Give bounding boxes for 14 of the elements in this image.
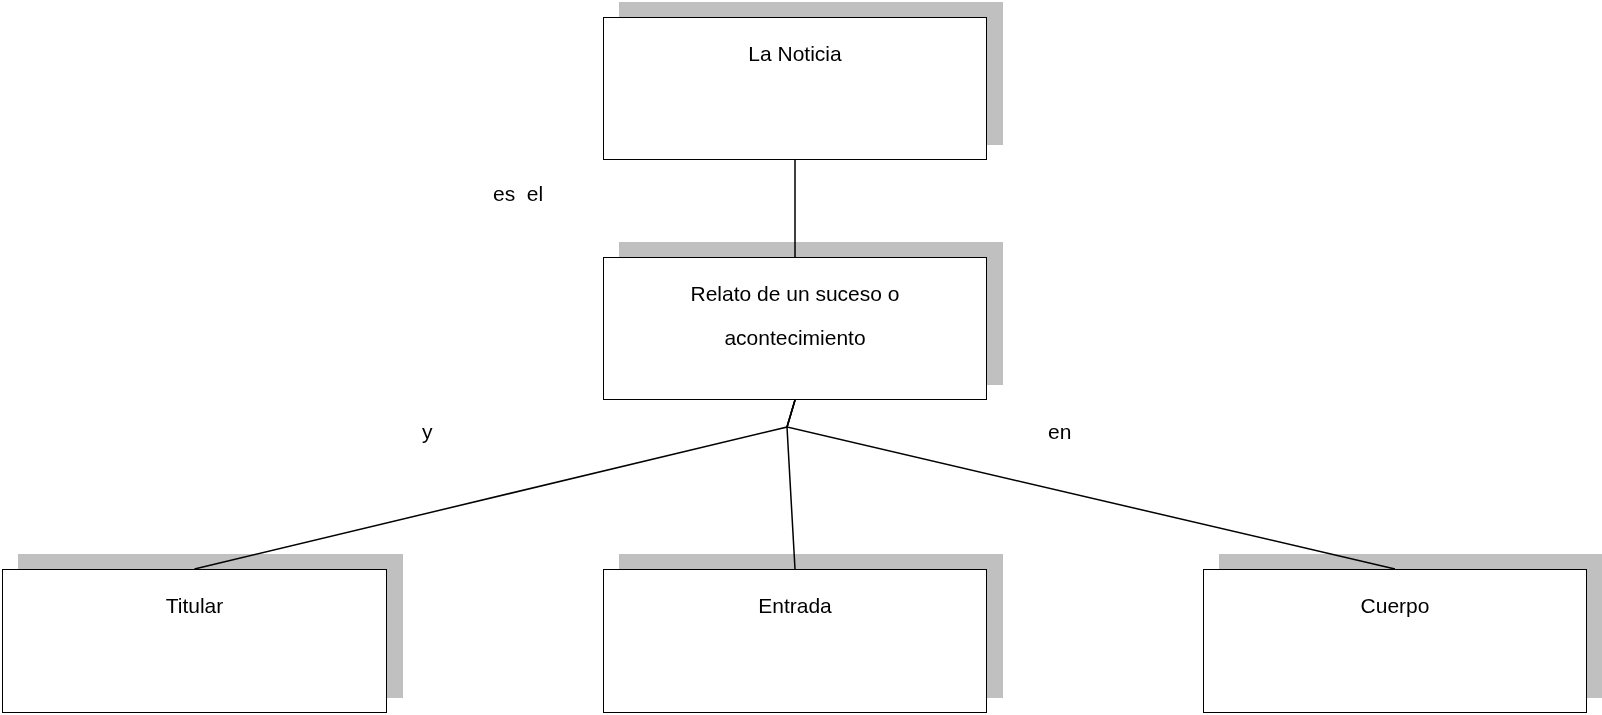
connector-label: es el [493, 181, 544, 207]
box-text: La Noticia [748, 41, 842, 67]
connector-label: en [1048, 419, 1072, 445]
concept-box [603, 17, 987, 160]
box-text: Cuerpo [1360, 593, 1430, 619]
concept-box [603, 257, 987, 400]
box-text: Relato de un suceso o acontecimiento [689, 281, 901, 351]
concept-box [603, 569, 987, 713]
box-text: Entrada [758, 593, 832, 619]
box-text: Titular [165, 593, 224, 619]
connector-label: y [422, 419, 433, 445]
connector-line [794, 159, 796, 258]
concept-box [2, 569, 387, 713]
concept-box [1203, 569, 1587, 713]
